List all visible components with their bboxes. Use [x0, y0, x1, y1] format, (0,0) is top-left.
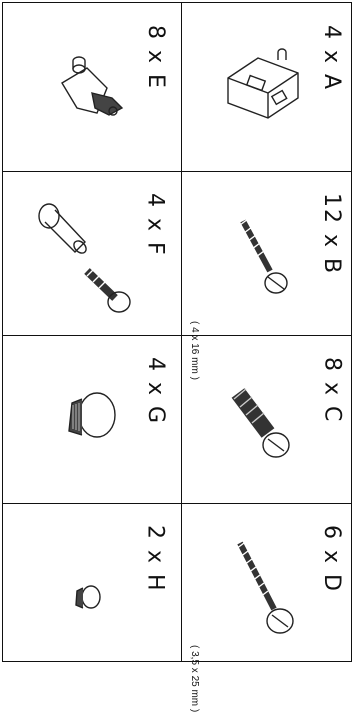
part-label-b: 12 x B: [319, 193, 344, 275]
part-cell-h: 2 x H: [7, 503, 180, 659]
part-cell-a: 4 x A: [183, 3, 356, 171]
bracket-icon: [218, 38, 308, 128]
part-label-f: 4 x F: [143, 193, 168, 257]
part-cell-e: 8 x E: [7, 3, 180, 171]
part-cell-d: 6 x D ( 3,5 x 25 mm ): [183, 503, 356, 659]
wood-screw-icon: [228, 535, 308, 645]
small-cap-icon: [69, 581, 109, 621]
connector-bolt-icon: [27, 196, 137, 321]
parts-sheet: 4 x A 8 x E 12 x B ( 4 x: [2, 2, 352, 662]
part-cell-b: 12 x B ( 4 x 16 mm ): [183, 171, 356, 335]
part-label-a: 4 x A: [319, 25, 344, 91]
shelf-support-icon: [47, 53, 132, 133]
cap-icon: [57, 385, 127, 455]
part-label-c: 8 x C: [319, 357, 344, 423]
part-label-h: 2 x H: [143, 525, 168, 593]
part-label-g: 4 x G: [143, 357, 168, 425]
part-dimension-d: ( 3,5 x 25 mm ): [189, 645, 200, 712]
part-cell-c: 8 x C: [183, 335, 356, 503]
screw-icon: [228, 211, 298, 301]
part-label-d: 6 x D: [319, 525, 344, 593]
column-divider: [181, 3, 182, 661]
cam-dowel-icon: [228, 375, 308, 475]
part-cell-g: 4 x G: [7, 335, 180, 503]
part-label-e: 8 x E: [143, 25, 168, 90]
part-cell-f: 4 x F: [7, 171, 180, 335]
